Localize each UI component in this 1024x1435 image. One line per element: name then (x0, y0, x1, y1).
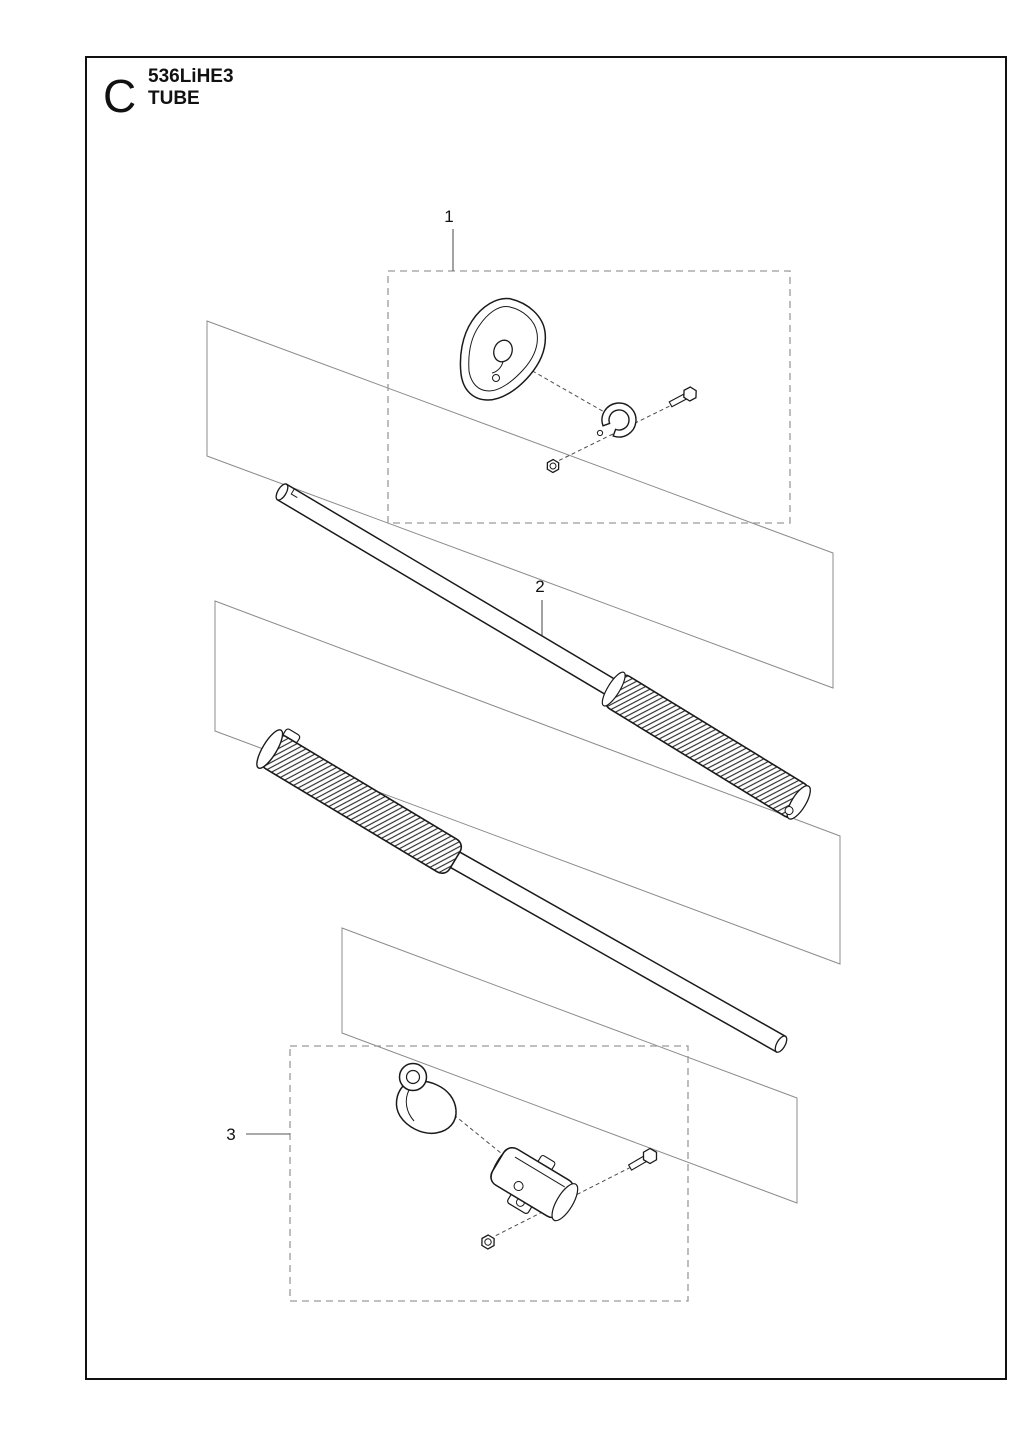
bolt-part-1 (668, 386, 697, 408)
hanger-loop-part (395, 1062, 457, 1135)
lower-tube-grip (256, 728, 463, 875)
callout-1-label: 1 (444, 207, 453, 226)
bolt-part-3 (627, 1147, 658, 1171)
model-number: 536LiHE3 (148, 66, 234, 87)
section-title: TUBE (148, 88, 200, 109)
coupling-clamp-part (490, 1146, 579, 1222)
plane-outline-middle (214, 600, 841, 965)
page-frame (85, 56, 1007, 1380)
nut-part-1 (546, 458, 560, 474)
plane-outline-upper (206, 320, 834, 689)
part-group-box-3 (289, 1045, 689, 1302)
upper-tube-grip (601, 671, 811, 820)
leader-line-bolt-to-nut (557, 399, 683, 462)
grip-end-notch (784, 806, 794, 816)
nut-part-3 (481, 1234, 495, 1250)
callout-3-label: 3 (226, 1125, 235, 1144)
guard-plate-part (459, 297, 547, 401)
plane-outline-lower (341, 927, 798, 1204)
section-letter: C (103, 70, 136, 122)
part-group-box-1 (387, 270, 791, 524)
leader-line-guard-to-clamp (507, 356, 607, 414)
clamp-part (596, 402, 637, 438)
callout-2-label: 2 (535, 577, 544, 596)
tube-slot-detail (290, 488, 298, 499)
lower-tube-shaft (446, 849, 788, 1053)
